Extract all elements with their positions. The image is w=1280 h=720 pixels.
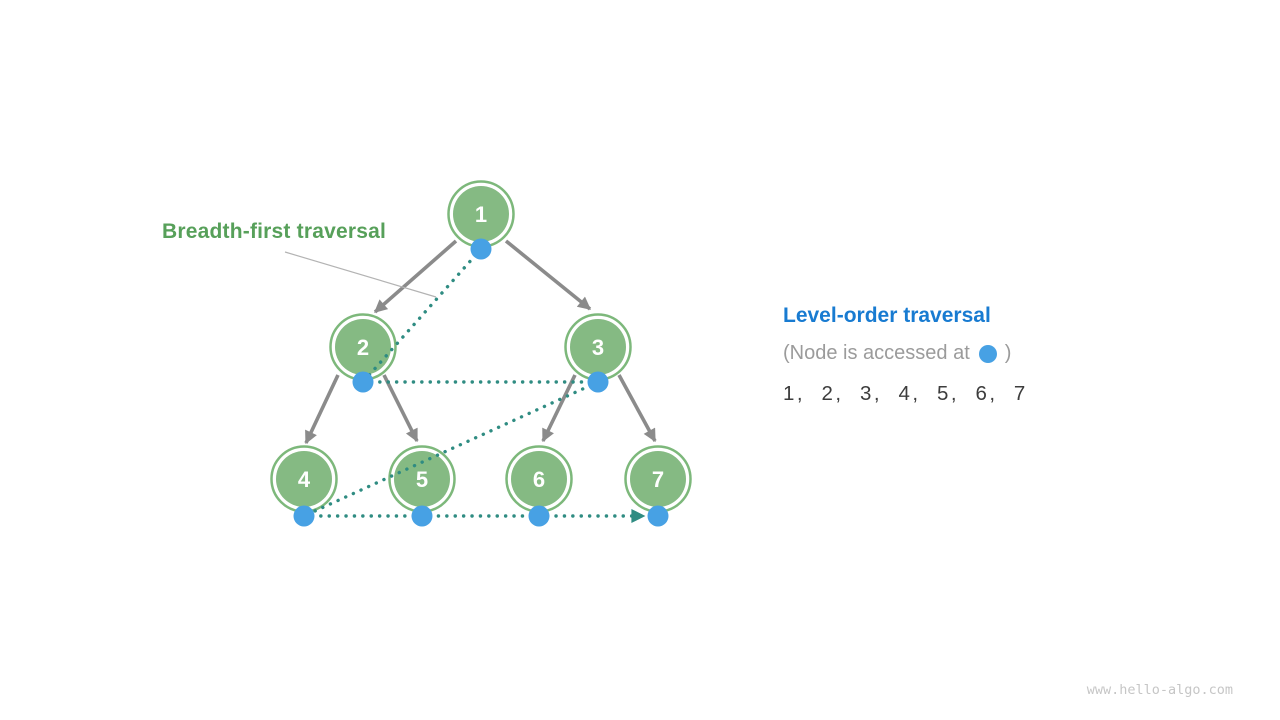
node-label: 4 [298,467,311,492]
node-disc [570,319,626,375]
legend-note-text: (Node is accessed at [783,342,970,364]
node-disc [453,186,509,242]
tree-edge-2-4 [304,374,340,445]
tree-edges [304,239,657,445]
tree-node-1: 1 [447,180,515,248]
access-dot-node-3 [587,371,609,393]
traversal-path [302,247,646,523]
tree-node-7: 7 [624,445,692,513]
tree-nodes: 1 2 3 4 5 [270,180,692,513]
node-label: 2 [357,335,369,360]
tree-node-3: 3 [564,313,632,381]
access-dot-node-2 [352,371,374,393]
tree-edge-2-5 [382,374,419,443]
access-dot-node-5 [411,505,433,527]
node-disc [394,451,450,507]
node-disc [335,319,391,375]
access-dot-node-4 [293,505,315,527]
tree-node-2: 2 [329,313,397,381]
traversal-segment-3-4 [302,380,600,518]
legend-note: (Node is accessed at ) [783,342,1028,365]
node-label: 1 [475,202,487,227]
node-label: 5 [416,467,428,492]
breadth-first-traversal-label: Breadth-first traversal [162,220,387,243]
node-disc [511,451,567,507]
tree-node-5: 5 [388,445,456,513]
tree-node-4: 4 [270,445,338,513]
tree-edge-3-7 [617,374,657,443]
legend-title: Level-order traversal [783,304,991,327]
access-dot-node-6 [528,505,550,527]
watermark: www.hello-algo.com [1086,682,1233,698]
node-label: 7 [652,467,664,492]
node-disc [630,451,686,507]
tree-edge-1-2 [373,239,458,314]
annotation-leader-line [284,251,437,298]
legend-panel: Level-order traversal (Node is accessed … [783,304,1028,406]
tree-edge-1-3 [504,239,592,311]
node-label: 6 [533,467,545,492]
access-dot-icon [978,344,997,363]
access-dot-node-7 [647,505,669,527]
access-dot-node-1 [470,238,492,260]
access-dots [293,238,669,527]
node-label: 3 [592,335,604,360]
legend-note-close-paren: ) [1004,342,1012,364]
tree-node-6: 6 [505,445,573,513]
tree-edge-3-6 [541,374,577,443]
node-disc [276,451,332,507]
traversal-sequence: 1, 2, 3, 4, 5, 6, 7 [783,382,1028,405]
